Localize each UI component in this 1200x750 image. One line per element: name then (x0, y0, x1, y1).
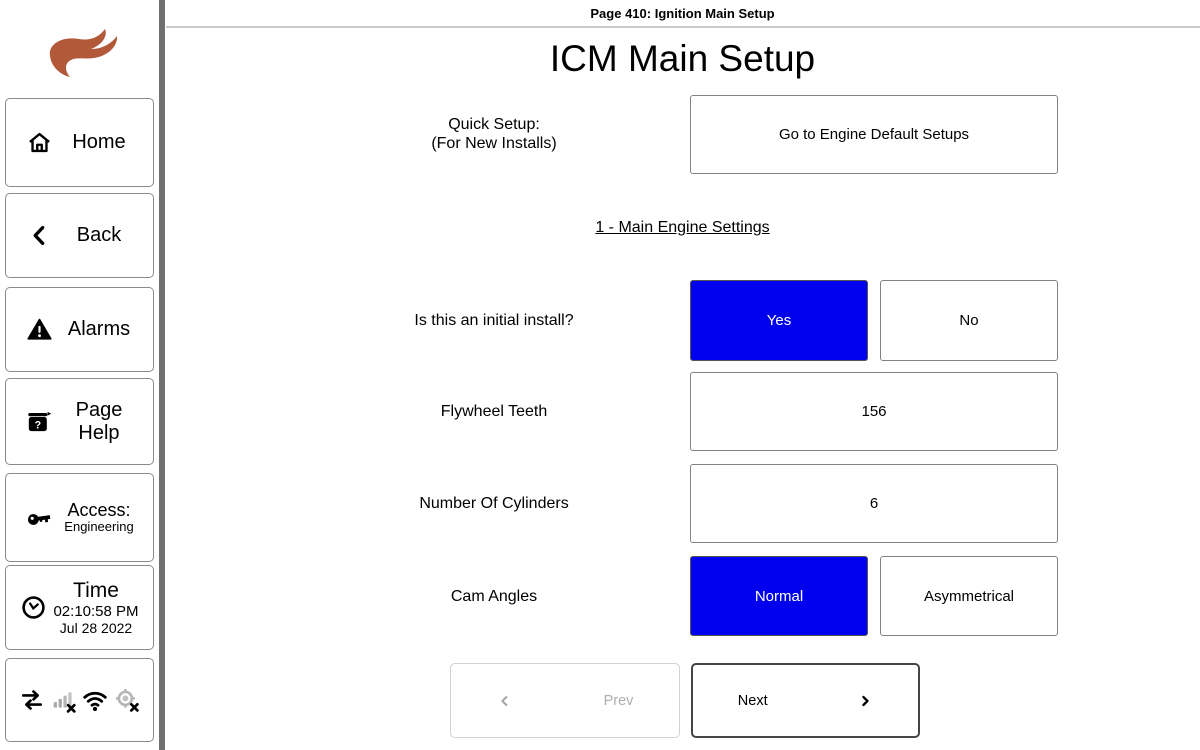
main-content: Page 410: Ignition Main Setup ICM Main S… (165, 0, 1200, 750)
prev-label: Prev (603, 692, 634, 709)
flywheel-teeth-input[interactable]: 156 (690, 372, 1058, 451)
chevron-left-icon (497, 693, 513, 709)
quick-setup-label-line1: Quick Setup: (448, 116, 540, 133)
back-button[interactable]: Back (5, 193, 154, 278)
alarms-label: Alarms (67, 318, 131, 340)
home-icon (26, 129, 53, 156)
access-level: Engineering (64, 519, 134, 535)
access-label: Access: Engineering (53, 500, 145, 536)
engine-default-setups-button[interactable]: Go to Engine Default Setups (690, 95, 1058, 174)
time-label: Time 02:10:58 PM Jul 28 2022 (47, 579, 145, 636)
initial-install-label: Is this an initial install? (414, 312, 574, 329)
time-button[interactable]: Time 02:10:58 PM Jul 28 2022 (5, 565, 154, 650)
sidebar: Home Back Alarms (0, 0, 159, 750)
page-help-line1: Page (75, 398, 123, 421)
gps-off-icon (114, 687, 140, 713)
cell-signal-off-icon (51, 687, 77, 713)
access-title: Access: (67, 499, 131, 520)
svg-text:?: ? (35, 419, 42, 431)
cam-angles-label: Cam Angles (450, 588, 538, 605)
network-swap-icon (19, 687, 45, 713)
time-title: Time (73, 578, 119, 602)
number-of-cylinders-label: Number Of Cylinders (419, 495, 569, 512)
header-divider (166, 26, 1200, 28)
page-title: ICM Main Setup (549, 38, 816, 79)
home-label: Home (72, 131, 126, 153)
quick-setup-label-line2: (For New Installs) (431, 135, 557, 152)
status-panel (5, 658, 154, 742)
next-label: Next (737, 692, 768, 709)
section-link-main-engine-settings[interactable]: 1 - Main Engine Settings (595, 219, 770, 236)
cam-angles-normal-button[interactable]: Normal (690, 556, 868, 636)
chevron-left-icon (26, 222, 53, 249)
prev-button[interactable]: Prev (450, 663, 680, 738)
page-help-icon: ? (26, 408, 53, 435)
cam-angles-asymmetrical-button[interactable]: Asymmetrical (880, 556, 1058, 636)
brand-flame-logo-icon (36, 18, 126, 82)
key-icon (26, 504, 53, 531)
number-of-cylinders-input[interactable]: 6 (690, 464, 1058, 543)
page-help-label: Page Help (53, 399, 145, 445)
sidebar-divider (159, 0, 165, 750)
next-button[interactable]: Next (691, 663, 920, 738)
page-header: Page 410: Ignition Main Setup (590, 6, 775, 21)
back-label: Back (76, 224, 122, 246)
home-button[interactable]: Home (5, 98, 154, 187)
chevron-right-icon (857, 693, 873, 709)
initial-install-no-button[interactable]: No (880, 280, 1058, 361)
flywheel-teeth-label: Flywheel Teeth (440, 403, 548, 420)
time-date: Jul 28 2022 (59, 620, 133, 637)
page-help-line2: Help (78, 421, 120, 444)
warning-triangle-icon (26, 316, 53, 343)
clock-icon (20, 594, 47, 621)
access-button[interactable]: Access: Engineering (5, 473, 154, 562)
initial-install-yes-button[interactable]: Yes (690, 280, 868, 361)
quick-setup-label: Quick Setup: (For New Installs) (294, 115, 694, 153)
time-value: 02:10:58 PM (53, 602, 139, 620)
wifi-icon (82, 687, 108, 713)
page-help-button[interactable]: ? Page Help (5, 378, 154, 465)
alarms-button[interactable]: Alarms (5, 287, 154, 372)
